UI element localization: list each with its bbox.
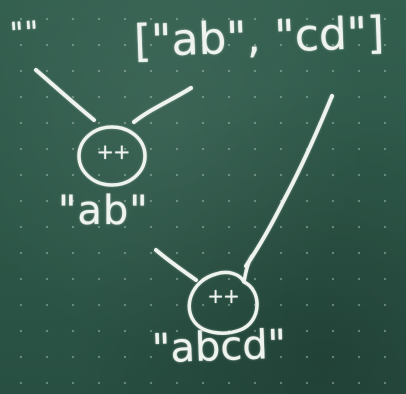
edge-list-to-op2 xyxy=(244,94,334,268)
edge-result-ab-to-op2 xyxy=(154,248,198,282)
op2-concat-label: ++ xyxy=(207,284,240,308)
op1-circle xyxy=(77,125,147,187)
edge-empty-string-to-op1 xyxy=(34,68,96,122)
edge-list-to-op1 xyxy=(132,86,193,124)
final-result: "abcd" xyxy=(151,321,287,373)
op2-circle xyxy=(187,254,259,335)
input-empty-string: "" xyxy=(8,15,41,52)
intermediate-result: "ab" xyxy=(58,188,149,234)
op1-concat-label: ++ xyxy=(96,140,130,164)
input-string-list: ["ab", "cd"] xyxy=(133,7,386,68)
